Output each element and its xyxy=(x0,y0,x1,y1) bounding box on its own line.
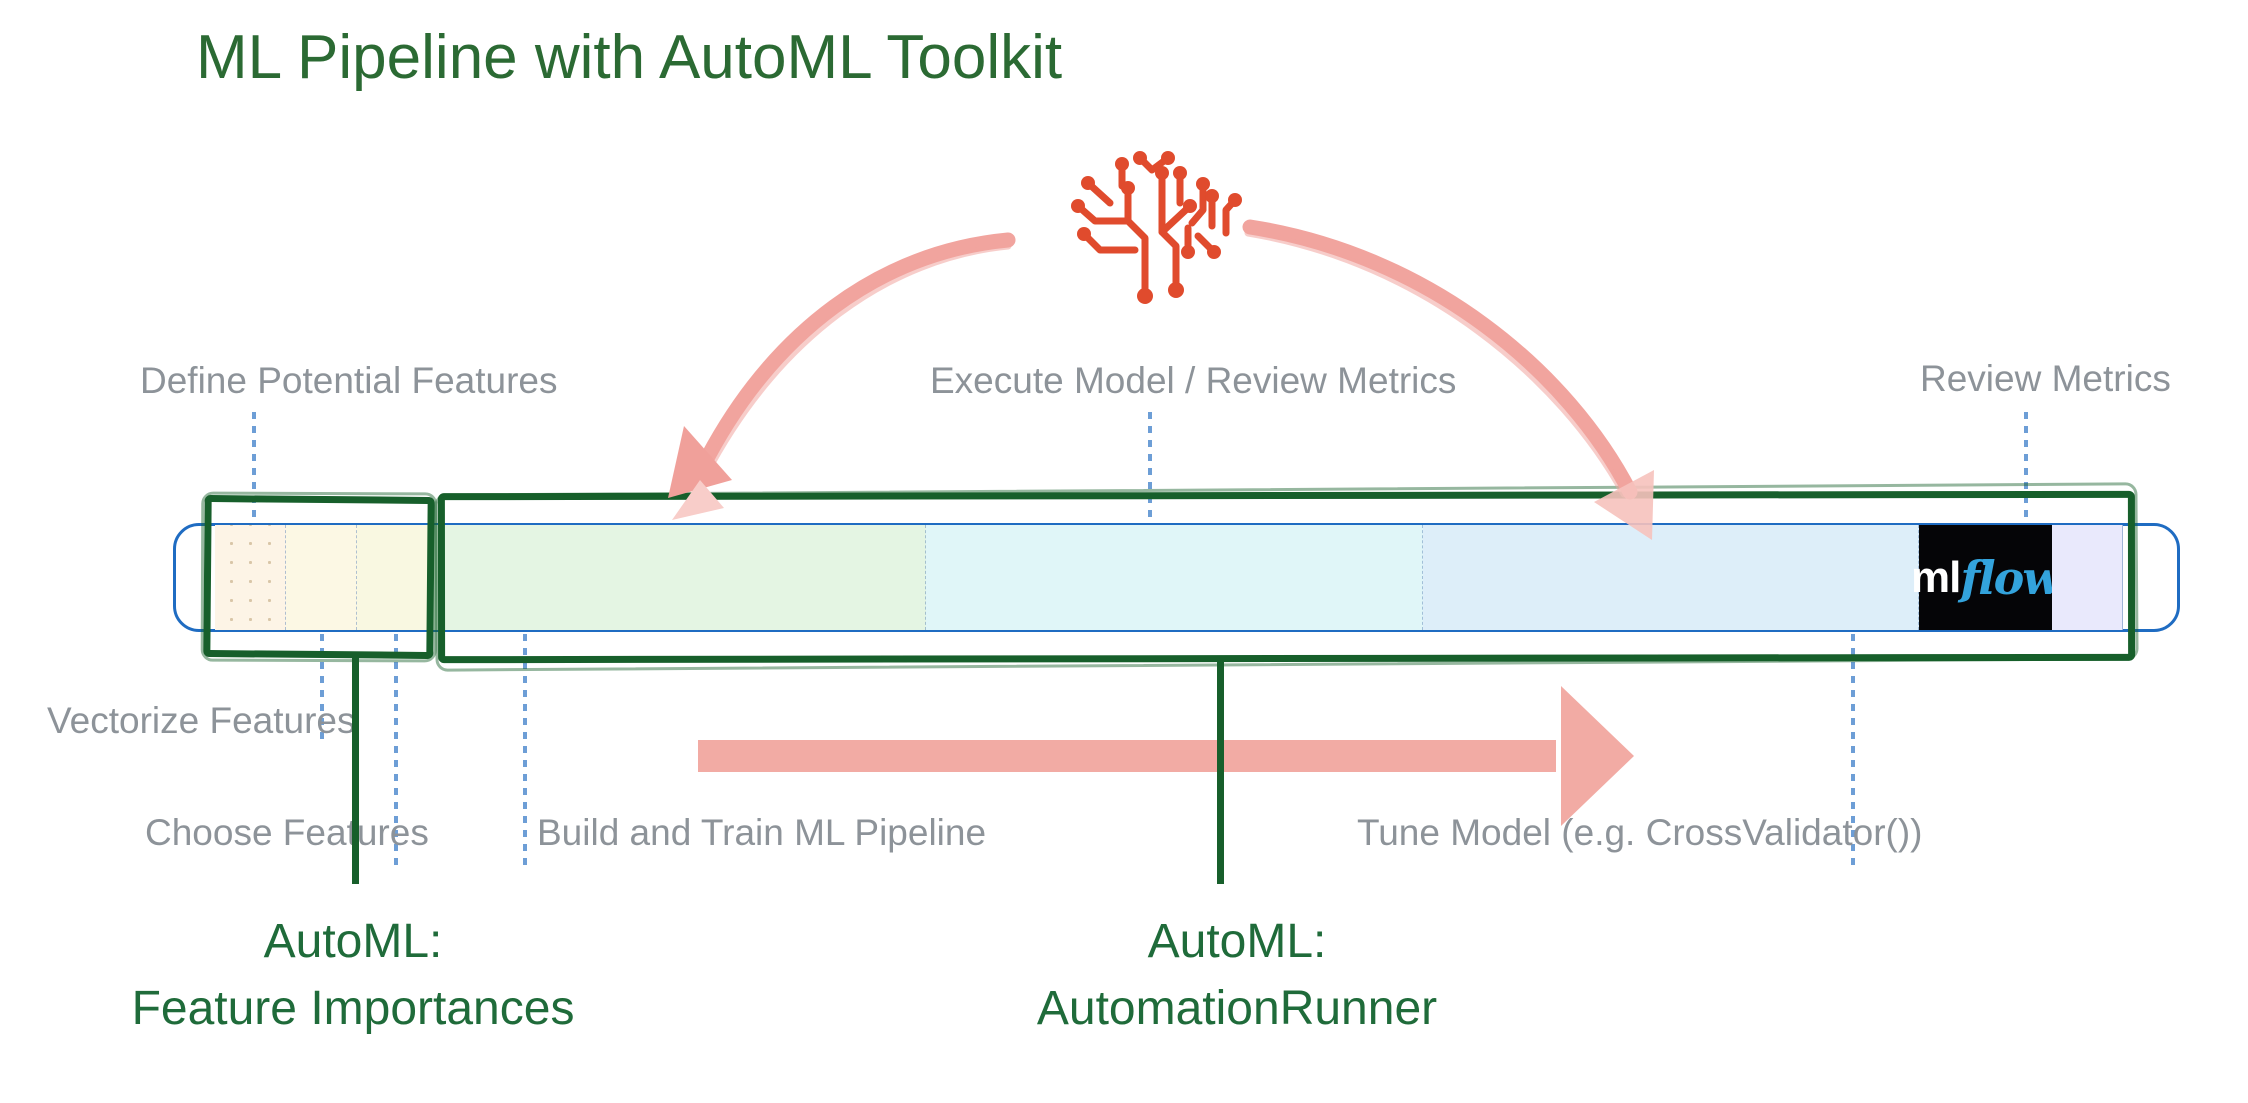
forward-arrow-icon xyxy=(698,686,1634,826)
label-tune-model: Tune Model (e.g. CrossValidator()) xyxy=(1357,812,1923,853)
leader-build-and-train xyxy=(523,634,527,866)
callout-automl-feature-importances: AutoML: Feature Importances xyxy=(123,908,583,1042)
callout-line: AutoML: xyxy=(263,915,443,968)
leader-review-metrics xyxy=(2024,412,2028,520)
callout-line: AutoML: xyxy=(1147,915,1327,968)
leader-execute-model xyxy=(1148,412,1152,520)
label-execute-model-review-metrics: Execute Model / Review Metrics xyxy=(930,360,1457,401)
label-define-potential-features: Define Potential Features xyxy=(140,360,558,401)
circuit-brain-icon xyxy=(1071,151,1242,304)
leader-choose-features xyxy=(394,634,398,866)
callout-automl-automation-runner: AutoML: AutomationRunner xyxy=(1007,908,1467,1042)
leader-vectorize-features xyxy=(320,634,324,746)
sketch-box-feature-steps xyxy=(203,494,435,660)
label-vectorize-features: Vectorize Features xyxy=(47,700,356,741)
connector-feature-importances xyxy=(352,652,359,884)
callout-line: Feature Importances xyxy=(131,982,575,1035)
page-title: ML Pipeline with AutoML Toolkit xyxy=(196,23,1063,92)
sketch-box-automation-steps xyxy=(437,490,2136,664)
callout-line: AutomationRunner xyxy=(1036,982,1438,1035)
label-choose-features: Choose Features xyxy=(145,812,429,853)
leader-define-potential-features xyxy=(252,412,256,520)
label-review-metrics: Review Metrics xyxy=(1920,358,2171,399)
label-build-and-train: Build and Train ML Pipeline xyxy=(537,812,987,853)
leader-tune-model xyxy=(1851,634,1855,866)
connector-automation-runner xyxy=(1217,656,1224,884)
